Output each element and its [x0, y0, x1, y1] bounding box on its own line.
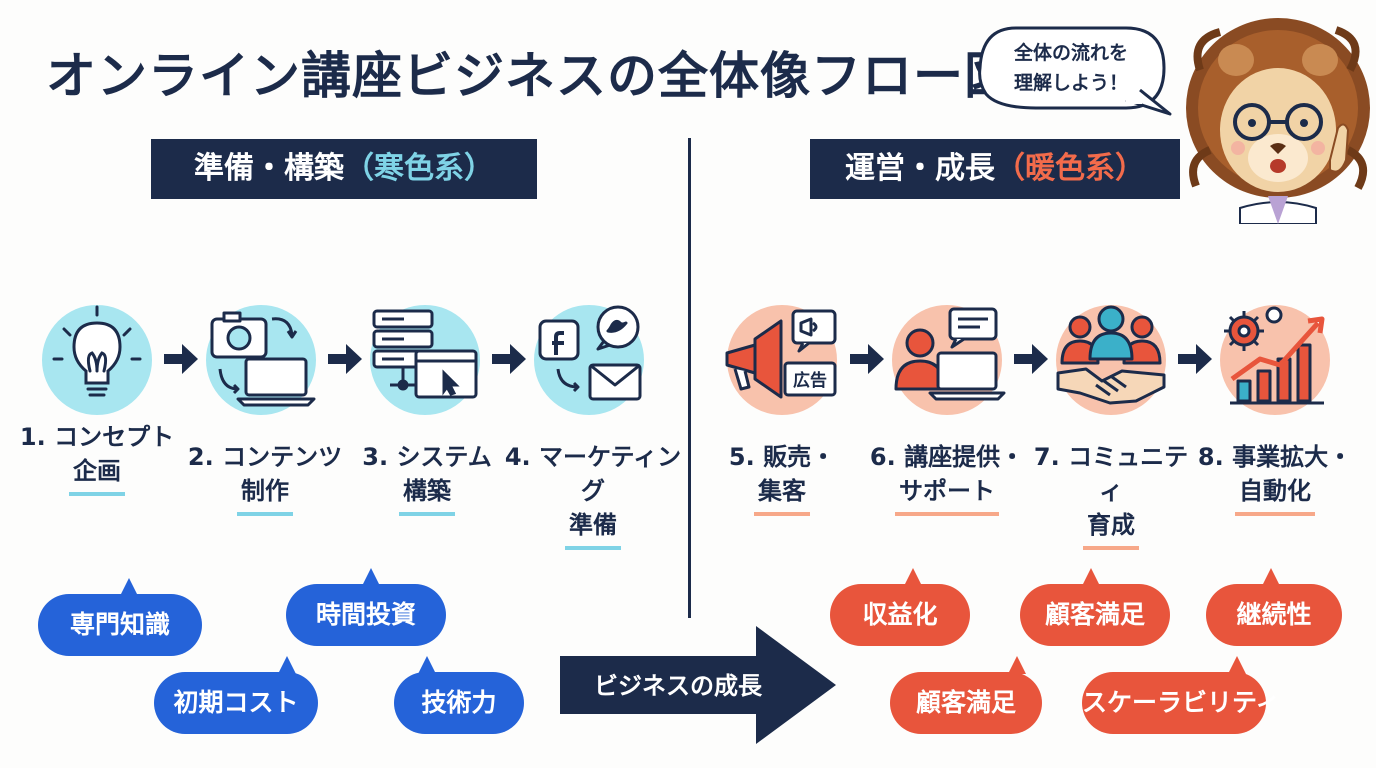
step-6-circle [892, 305, 1006, 415]
step-3-circle [370, 305, 480, 415]
step-3-title: 3. システム [362, 443, 492, 471]
step-7-circle [1056, 305, 1166, 415]
step-1-label: 1. コンセプト 企画 [12, 420, 182, 496]
step-1-subtitle: 企画 [69, 454, 125, 496]
tag-time-investment: 時間投資 [286, 568, 446, 646]
step-8-title: 8. 事業拡大・ [1197, 443, 1353, 471]
step-6-title: 6. 講座提供・ [869, 443, 1025, 471]
tag-continuity: 継続性 [1206, 568, 1342, 646]
step-5-subtitle: 集客 [754, 474, 810, 516]
section-prep-tone: （寒色系） [344, 151, 494, 186]
growth-chart-icon [1224, 306, 1325, 405]
step-1-title: 1. コンセプト [19, 423, 175, 451]
step-2-subtitle: 制作 [237, 474, 293, 516]
step-4-subtitle: 準備 [565, 508, 621, 550]
step-3-label: 3. システム 構築 [342, 440, 512, 516]
step-8-subtitle: 自動化 [1235, 474, 1315, 516]
tag-customer-satisfaction-2: 顧客満足 [890, 656, 1042, 734]
step-6-label: 6. 講座提供・ サポート [862, 440, 1032, 516]
step-4-circle [534, 305, 644, 415]
business-growth-arrow: ビジネスの成長 [560, 626, 836, 744]
tag-scalability: スケーラビリティ [1082, 656, 1281, 734]
speech-line-1: 全体の流れを [1013, 42, 1128, 64]
section-prep-title: 準備・構築 [194, 151, 344, 186]
step-7-label: 7. コミュニティ 育成 [1026, 440, 1196, 550]
tag-tech-skill: 技術力 [394, 656, 524, 734]
section-header-ops: 運営・成長（暖色系） [810, 139, 1180, 199]
step-1-circle [42, 305, 152, 415]
lightbulb-icon [52, 305, 142, 397]
step-arrow-6 [1014, 344, 1048, 374]
step-6-subtitle: サポート [895, 474, 999, 516]
speech-bubble: 全体の流れを 理解しよう！ [976, 24, 1174, 116]
handshake-group-icon [1056, 305, 1166, 405]
tag-monetization: 収益化 [830, 568, 970, 646]
speech-bubble-shape [978, 26, 1172, 116]
section-divider [688, 138, 691, 618]
step-arrow-5 [850, 344, 884, 374]
growth-arrow-shape [560, 626, 836, 744]
step-8-label: 8. 事業拡大・ 自動化 [1190, 440, 1360, 516]
step-arrow-3 [492, 344, 526, 374]
step-arrow-2 [328, 344, 362, 374]
step-arrow-1 [164, 344, 198, 374]
step-8-circle [1220, 305, 1330, 415]
speech-line-2: 理解しよう！ [1013, 72, 1128, 94]
step-5-circle: 広告 [725, 305, 837, 415]
camera-laptop-icon [210, 311, 316, 407]
step-4-label: 4. マーケティング 準備 [500, 440, 686, 550]
growth-arrow-label: ビジネスの成長 [594, 672, 762, 700]
step-2-circle [206, 305, 316, 415]
tag-customer-satisfaction: 顧客満足 [1020, 568, 1170, 646]
step-2-label: 2. コンテンツ 制作 [180, 440, 350, 516]
step-4-title: 4. マーケティング [504, 443, 682, 505]
step-7-title: 7. コミュニティ [1033, 443, 1189, 505]
server-browser-icon [372, 309, 478, 399]
section-header-prep: 準備・構築（寒色系） [151, 139, 537, 199]
step-5-title: 5. 販売・ [728, 443, 836, 471]
person-laptop-icon [894, 307, 1006, 401]
tag-expertise: 専門知識 [38, 578, 202, 656]
tag-initial-cost: 初期コスト [154, 656, 318, 734]
ad-sign-label: 広告 [793, 370, 827, 391]
social-mail-icon [538, 305, 642, 401]
step-3-subtitle: 構築 [399, 474, 455, 516]
megaphone-icon: 広告 [725, 309, 837, 399]
step-7-subtitle: 育成 [1083, 508, 1139, 550]
step-2-title: 2. コンテンツ [187, 443, 343, 471]
step-5-label: 5. 販売・ 集客 [697, 440, 867, 516]
lion-professor-icon [1180, 10, 1376, 225]
section-ops-title: 運営・成長 [845, 151, 995, 186]
step-arrow-7 [1178, 344, 1212, 374]
page-title: オンライン講座ビジネスの全体像フロー図 [46, 47, 1015, 105]
section-ops-tone: （暖色系） [995, 151, 1145, 186]
